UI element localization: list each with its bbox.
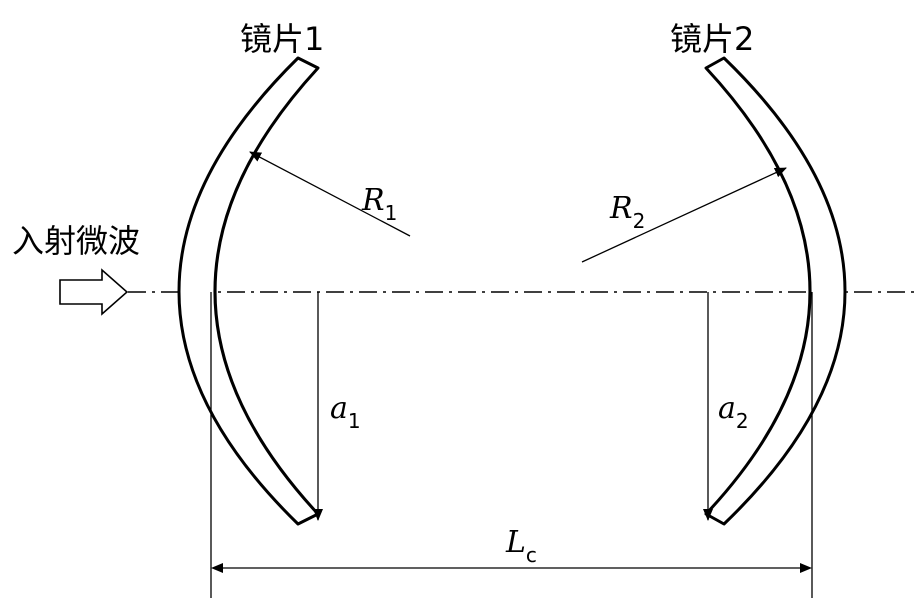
r1-label-main: R: [361, 183, 385, 218]
lc-label: Lc: [505, 525, 537, 567]
lc-arrowhead-right: [800, 563, 812, 573]
lc-arrowhead-left: [211, 563, 223, 573]
r1-label-sub: 1: [385, 201, 398, 225]
mirror-1: [177, 56, 320, 526]
a2-label-main: a: [718, 391, 736, 426]
incident-wave-arrow-icon: [59, 268, 129, 316]
mirror-2: [704, 56, 847, 526]
mirror-2-label: 镜片2: [670, 20, 754, 58]
r2-label-main: R: [609, 191, 633, 226]
r2-label: R2: [609, 191, 645, 233]
lc-label-main: L: [505, 525, 526, 560]
a2-label: a2: [718, 391, 749, 433]
mirror-1-label: 镜片1: [240, 20, 324, 58]
incident-wave-label: 入射微波: [12, 222, 140, 260]
lc-label-sub: c: [526, 543, 537, 567]
r2-radius-arrow: [581, 167, 787, 263]
r1-label: R1: [361, 183, 397, 225]
a1-label: a1: [330, 391, 361, 433]
r1-radius-arrow: [249, 151, 411, 237]
r2-label-sub: 2: [633, 209, 646, 233]
a2-label-sub: 2: [736, 409, 749, 433]
a1-label-sub: 1: [348, 409, 361, 433]
a1-label-main: a: [330, 391, 348, 426]
